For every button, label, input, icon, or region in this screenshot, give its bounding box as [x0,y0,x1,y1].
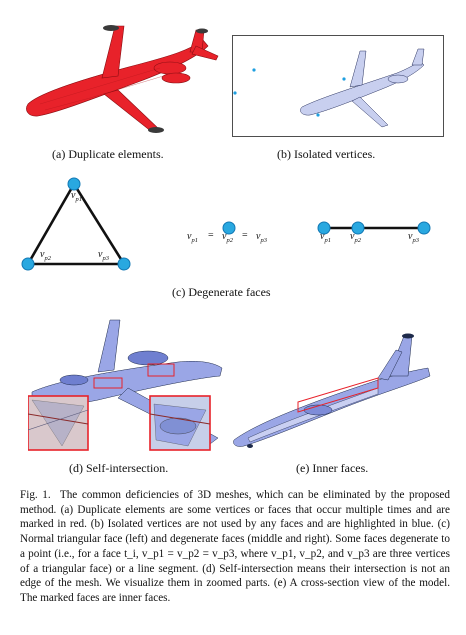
triangle-vertex-label-3: vp3 [98,249,109,262]
isolated-vertices-figure [232,35,444,137]
line-label-2: vp2 [350,231,361,244]
caption-c: (c) Degenerate faces [172,285,271,299]
triangle-vertex-label-2: vp2 [40,249,51,262]
self-intersection-figure [28,319,223,451]
inner-faces-figure [233,333,431,448]
figure-label: Fig. 1. [20,489,51,501]
point-label-3: vp3 [256,231,267,244]
triangle-vertex-label-1: vp1 [71,190,82,203]
line-degenerate-figure [317,221,431,235]
point-label-2: vp2 [222,231,233,244]
duplicate-elements-airplane-figure [26,25,219,133]
caption-e: (e) Inner faces. [296,461,369,475]
line-label-1: vp1 [320,231,331,244]
caption-a: (a) Duplicate elements. [52,147,164,161]
figure-caption-text: The common deficiencies of 3D meshes, wh… [20,489,450,604]
isolated-vertex [252,68,256,72]
isolated-vertex [233,91,237,95]
zoom-inset-right [149,395,211,451]
figure-caption: Fig. 1. The common deficiencies of 3D me… [20,488,450,606]
point-degenerate-vertex [222,221,236,235]
equals-sign: = [208,230,214,241]
zoom-inset-left [28,395,89,451]
isolated-vertex [316,113,320,117]
caption-b: (b) Isolated vertices. [277,147,376,161]
isolated-vertex [342,77,346,81]
equals-sign: = [242,230,248,241]
normal-triangle-figure [21,177,131,271]
point-label-1: vp1 [187,231,198,244]
caption-d: (d) Self-intersection. [69,461,169,475]
line-label-3: vp3 [408,231,419,244]
